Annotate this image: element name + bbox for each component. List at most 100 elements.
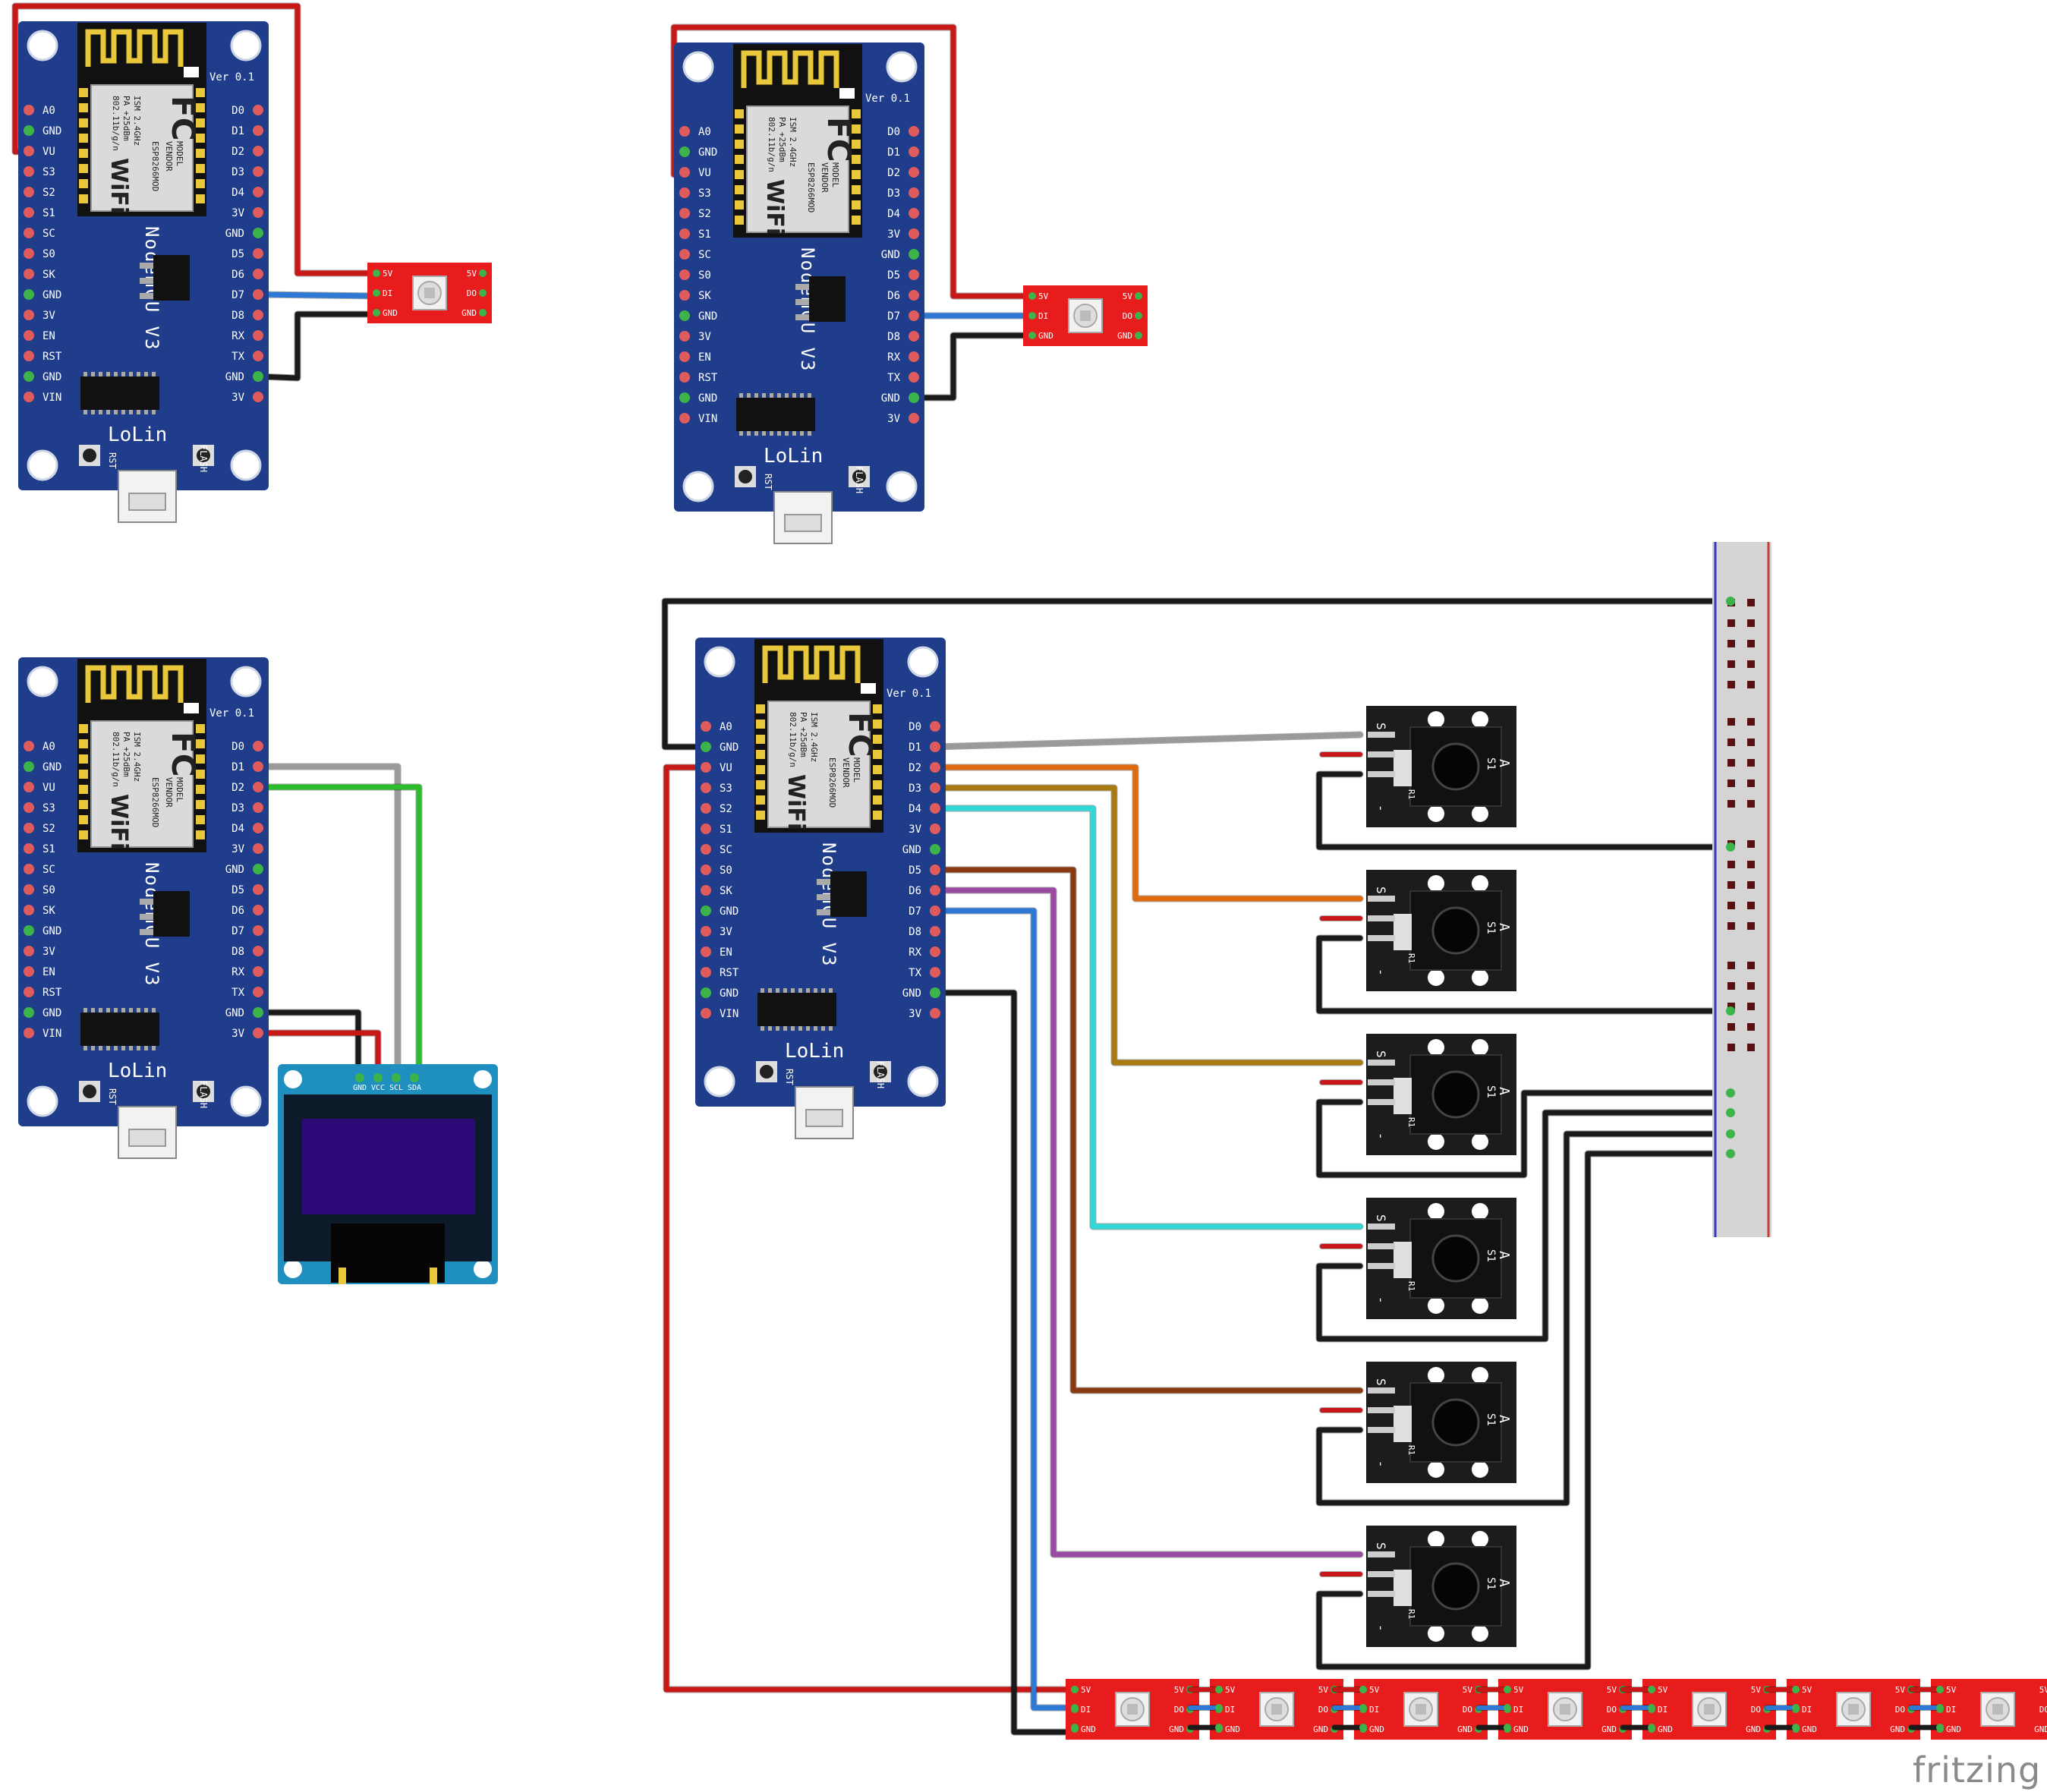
regulator-pin [817, 894, 830, 900]
led-pin-in-label: DI [1225, 1705, 1235, 1715]
pin-label-left: VIN [698, 413, 717, 425]
rail-hole [1747, 619, 1755, 627]
pin-label-left: GND [43, 371, 61, 383]
chip-protocol-text: 802.11b/g/n [111, 96, 121, 151]
led-pin-in-label: DI [1513, 1705, 1523, 1715]
button-s-label: S [1374, 1050, 1388, 1058]
button-pin [1368, 915, 1395, 921]
pad [79, 724, 88, 733]
pin-label-right: D1 [909, 742, 921, 754]
rail-hole [1727, 681, 1735, 688]
rail-hole [1727, 759, 1735, 767]
led-pin-out [1135, 312, 1142, 320]
button-cap [1431, 1398, 1480, 1447]
rst-label-group: RST [763, 474, 773, 490]
regulator-pin [140, 263, 153, 269]
pad [873, 750, 882, 759]
button-cap [1431, 1562, 1480, 1611]
strip-pin-dot [1215, 1686, 1223, 1693]
button-pin [1368, 771, 1395, 777]
led-pin-out-label: GND [1890, 1724, 1905, 1734]
pin-label-left: GND [43, 125, 61, 137]
led-die [1848, 1704, 1859, 1715]
rail-hole [1727, 660, 1735, 668]
pad [852, 200, 861, 209]
pin-label-right: D8 [887, 331, 900, 343]
pin-label-right: D6 [231, 905, 244, 917]
mounting-hole [682, 471, 714, 502]
led-pin-in-label: 5V [1081, 1685, 1091, 1695]
pin-header-left [24, 843, 34, 854]
pin-label-left: VU [720, 762, 732, 774]
rail-hole [1747, 681, 1755, 688]
led-pin-out-label: 5V [467, 269, 477, 279]
pad [196, 724, 205, 733]
button-s1-label: S1 [1485, 1413, 1497, 1426]
usb-port [128, 1129, 166, 1147]
wire-button-signal-4 [932, 805, 1363, 1230]
pad [756, 750, 765, 759]
chip-pin [144, 1008, 148, 1013]
led-pin-out [1135, 332, 1142, 339]
pin-header-left [679, 372, 690, 383]
strip-pin-dot [1071, 1724, 1079, 1731]
pin-label-right: D2 [231, 146, 244, 158]
pin-header-left [679, 290, 690, 301]
pin-header-right [909, 331, 919, 342]
chip-pin [114, 372, 118, 376]
chip-pin [776, 1026, 779, 1031]
pin-header-left [679, 249, 690, 260]
button-pin [1368, 1060, 1395, 1066]
button-module-5: R1S-AS1 [1366, 1362, 1516, 1483]
pin-header-right [930, 987, 940, 998]
pin-header-right [930, 905, 940, 916]
rail-hole [1727, 902, 1735, 909]
led-pin-in-label: GND [1946, 1724, 1961, 1734]
led-pin-out-label: GND [1457, 1724, 1472, 1734]
chip-pin [806, 988, 810, 993]
rf-shield [746, 106, 849, 233]
button-a-label: A [1496, 759, 1512, 767]
rf-shield [90, 720, 194, 848]
pin-header-left [24, 351, 34, 361]
pad [756, 780, 765, 789]
pin-label-right: D2 [887, 167, 900, 179]
wire-vu-strip-5v [663, 764, 1079, 1693]
rail-hole [1747, 902, 1755, 909]
button-s-label: S [1374, 1378, 1388, 1386]
led-pin-out-label: DO [1318, 1705, 1328, 1715]
strip-pin-dot [1936, 1704, 1944, 1712]
pin-label-left: S1 [698, 228, 711, 241]
pin-label-right: D6 [909, 885, 921, 897]
antenna-icon [741, 50, 839, 88]
usb-port [784, 514, 822, 532]
pin-header-right [253, 166, 263, 177]
pin-header-left [24, 1028, 34, 1038]
pin-header-right [909, 392, 919, 403]
led-pin-in-label: DI [1658, 1705, 1668, 1715]
flash-label: FLASH [875, 1061, 886, 1088]
pin-header-right [930, 967, 940, 978]
breadboard-power-rail [1712, 542, 1771, 1237]
pin-header-left [24, 289, 34, 300]
led-pin-in-label: 5V [1369, 1685, 1380, 1695]
wire-d7-strip-di [932, 908, 1079, 1711]
pin-header-left [24, 330, 34, 341]
chip-vendor-text: VENDOR [164, 141, 174, 172]
led-pin-out [479, 269, 487, 277]
pad [79, 830, 88, 839]
chip-pin [821, 1026, 825, 1031]
strip-pin-dot [1215, 1724, 1223, 1731]
pin-header-left [679, 146, 690, 157]
wire-gnd-1 [255, 311, 379, 381]
button-hole [1472, 805, 1488, 822]
led-pin-out-label: DO [2039, 1705, 2047, 1715]
pad [756, 704, 765, 713]
rail-hole [1747, 1044, 1755, 1051]
wire-button-signal-2 [932, 764, 1363, 902]
pin-header-left [679, 126, 690, 137]
pin-header-right [930, 926, 940, 937]
led-pin-out-label: GND [1746, 1724, 1761, 1734]
chip-pin [770, 431, 773, 436]
